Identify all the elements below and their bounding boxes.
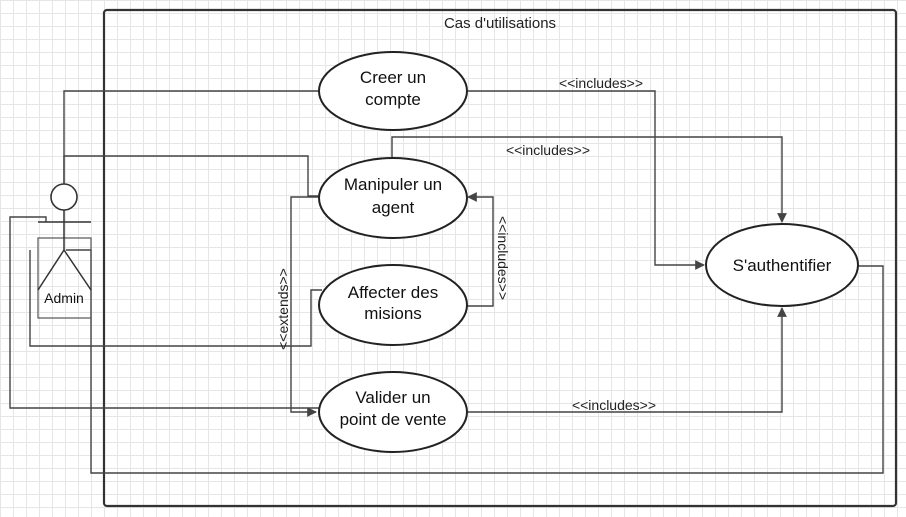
actor-label: Admin <box>44 290 84 306</box>
use-case-affecter-misions-shape <box>318 264 468 346</box>
edge-extends-manipuler-valider <box>290 196 318 417</box>
label-includes-valider: <<includes>> <box>572 397 656 413</box>
edge-include-valider-auth <box>466 307 787 413</box>
use-case-creer-compte-line2: compte <box>365 90 421 109</box>
actor-head <box>50 183 78 211</box>
actor-left-leg <box>37 249 65 291</box>
label-includes-manipuler: <<includes>> <box>506 142 590 158</box>
use-case-creer-compte[interactable]: Creer un compte <box>318 51 468 131</box>
use-case-authentifier-shape <box>705 223 859 307</box>
label-includes-affecter: <<includes>> <box>495 216 511 300</box>
use-case-affecter-misions-line2: misions <box>364 304 422 323</box>
use-case-valider-point[interactable]: Valider un point de vente <box>318 371 468 453</box>
edge-admin-creer-compte <box>63 90 320 185</box>
use-case-affecter-misions-line1: Affecter des <box>348 283 438 302</box>
use-case-valider-point-shape <box>318 371 468 453</box>
use-case-manipuler-agent-shape <box>318 157 468 239</box>
use-case-affecter-misions[interactable]: Affecter des misions <box>318 264 468 346</box>
edge-include-manipuler-auth <box>391 136 787 223</box>
use-case-creer-compte-shape <box>318 51 468 131</box>
label-extends-valider: <<extends>> <box>275 268 291 350</box>
use-case-manipuler-agent-line2: agent <box>372 198 415 217</box>
edge-admin-authentifier <box>66 249 884 474</box>
system-boundary <box>102 8 898 508</box>
use-case-manipuler-agent[interactable]: Manipuler un agent <box>318 157 468 239</box>
label-includes-creer: <<includes>> <box>559 75 643 91</box>
use-case-authentifier-label: S'authentifier <box>733 256 832 275</box>
use-case-creer-compte-line1: Creer un <box>360 68 426 87</box>
use-case-valider-point-line2: point de vente <box>340 410 447 429</box>
use-case-manipuler-agent-line1: Manipuler un <box>344 175 442 194</box>
edge-include-affecter-manipuler <box>466 192 494 307</box>
actor-admin[interactable]: Admin <box>37 183 92 319</box>
edge-include-creer-auth <box>468 90 705 270</box>
system-title: Cas d'utilisations <box>444 15 556 32</box>
use-case-valider-point-line1: Valider un <box>355 388 430 407</box>
edge-admin-valider-point <box>9 216 320 409</box>
edge-admin-affecter-misions <box>29 250 322 347</box>
actor-right-leg <box>63 249 92 291</box>
use-case-authentifier[interactable]: S'authentifier <box>705 223 859 307</box>
edge-admin-manipuler-agent <box>63 155 320 197</box>
